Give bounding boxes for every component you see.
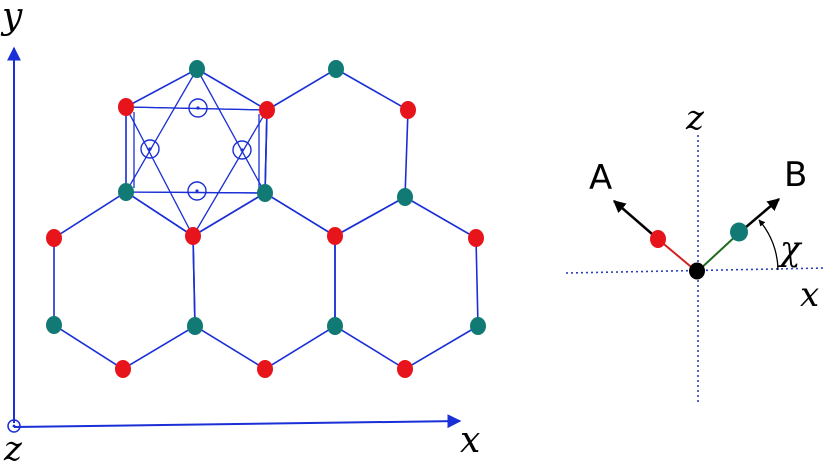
- hexagon-top-right: [264, 68, 409, 237]
- inset-x-label: x: [800, 275, 819, 315]
- site-a-red: [650, 230, 666, 248]
- lattice-sites-teal: [46, 60, 486, 335]
- triangle-down: [124, 106, 269, 238]
- hexagram-construction: [124, 67, 269, 238]
- site-red: [115, 360, 131, 378]
- angle-chi-label: χ: [778, 229, 803, 269]
- marker-top-dot: [196, 106, 200, 110]
- marker-left: [140, 139, 160, 159]
- site-teal: [189, 60, 205, 78]
- lattice-sites-red: [46, 98, 484, 378]
- site-teal: [397, 188, 413, 206]
- site-red: [400, 101, 416, 119]
- x-axis-line: [13, 414, 462, 429]
- site-red: [257, 360, 273, 378]
- site-teal: [470, 317, 486, 335]
- site-teal: [328, 60, 344, 78]
- bond-a: [658, 239, 697, 272]
- site-teal: [327, 317, 343, 335]
- vector-b-label: B: [784, 155, 807, 195]
- hexagon-bottom-right: [334, 196, 479, 370]
- left-axes: y x z: [0, 0, 480, 465]
- y-axis-label: y: [0, 0, 23, 37]
- hexagon-bottom-middle: [192, 192, 336, 370]
- site-red: [118, 98, 134, 116]
- site-b-teal: [730, 222, 748, 242]
- arrow-a: [613, 200, 660, 241]
- marker-top: [188, 98, 208, 118]
- marker-right-dot: [240, 148, 244, 152]
- inset-z-label: z: [685, 98, 705, 138]
- z-axis-origin-dot: [12, 424, 16, 428]
- z-axis-label: z: [3, 429, 23, 465]
- marker-left-dot: [148, 147, 152, 151]
- z-axis-origin-icon: [7, 419, 21, 433]
- site-teal: [118, 183, 134, 201]
- vector-a-label: A: [589, 158, 612, 198]
- marker-right: [232, 140, 252, 160]
- hexagon-top-left: [125, 68, 268, 237]
- out-of-plane-markers: [140, 98, 252, 201]
- marker-bottom-dot: [195, 189, 199, 193]
- site-teal: [257, 184, 273, 202]
- site-red: [46, 229, 62, 247]
- site-red: [327, 227, 343, 245]
- inner-line-bottom: [125, 191, 266, 194]
- bond-b: [697, 232, 740, 272]
- site-teal: [187, 317, 203, 335]
- site-red: [185, 227, 201, 245]
- angle-arc: [758, 219, 779, 271]
- triangle-up: [124, 67, 267, 194]
- marker-bottom: [187, 181, 207, 201]
- hexagon-bottom-left: [53, 191, 196, 370]
- site-red: [259, 101, 275, 119]
- site-red: [397, 360, 413, 378]
- right-inset: z x A B χ: [565, 98, 827, 405]
- site-teal: [46, 316, 62, 334]
- center-atom: [689, 262, 705, 280]
- x-axis-label: x: [460, 420, 480, 461]
- out-of-plane-marker-dots: [148, 106, 244, 193]
- site-red: [468, 229, 484, 247]
